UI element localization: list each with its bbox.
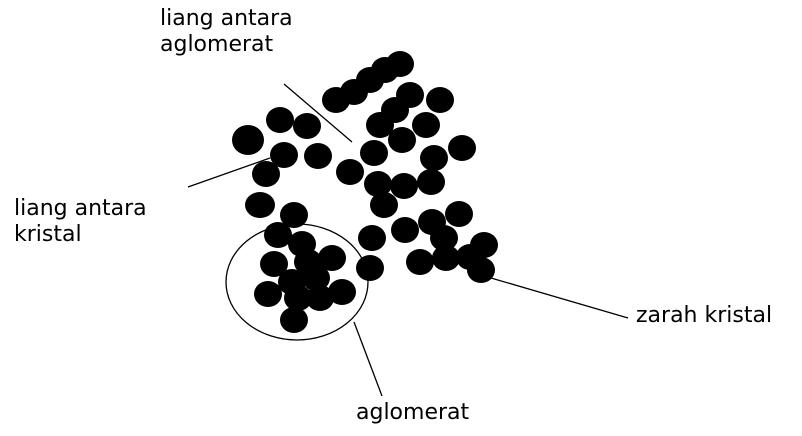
crystal-particle xyxy=(328,279,356,305)
crystal-particle xyxy=(448,135,476,161)
label-agglomerate: aglomerat xyxy=(356,400,469,426)
crystal-particle xyxy=(388,127,416,153)
crystal-particle xyxy=(304,143,332,169)
crystal-particle xyxy=(254,281,282,307)
crystal-particle xyxy=(293,113,321,139)
crystal-particle xyxy=(432,245,460,271)
crystal-particle xyxy=(360,140,388,166)
crystal-particle xyxy=(391,217,419,243)
crystal-particle xyxy=(356,255,384,281)
crystal-particle xyxy=(426,87,454,113)
label-pore-between-agglomerates: liang antara aglomerat xyxy=(160,6,293,58)
crystal-particle xyxy=(417,169,445,195)
crystal-particle xyxy=(412,112,440,138)
label-pore-between-agglomerates-line2: aglomerat xyxy=(160,32,293,58)
crystal-particle xyxy=(445,201,473,227)
crystal-particle xyxy=(232,125,264,155)
leader-line-crystal-particle xyxy=(491,278,628,318)
label-crystal-particle-text: zarah kristal xyxy=(636,303,772,329)
crystal-particle xyxy=(252,161,280,187)
leader-line-agglomerate xyxy=(354,322,382,396)
crystal-particle xyxy=(322,87,350,113)
label-pore-between-agglomerates-line1: liang antara xyxy=(160,6,293,32)
crystal-particle xyxy=(390,173,418,199)
crystal-particle xyxy=(266,107,294,133)
label-pore-between-crystals-line1: liang antara xyxy=(14,196,147,222)
label-agglomerate-text: aglomerat xyxy=(356,400,469,426)
crystal-particle xyxy=(406,249,434,275)
crystal-particle xyxy=(420,145,448,171)
label-crystal-particle: zarah kristal xyxy=(636,303,772,329)
label-pore-between-crystals: liang antara kristal xyxy=(14,196,147,248)
crystal-particle xyxy=(467,257,495,283)
label-pore-between-crystals-line2: kristal xyxy=(14,222,147,248)
crystal-particle xyxy=(358,225,386,251)
crystal-particle xyxy=(336,159,364,185)
crystal-particle xyxy=(370,192,398,218)
crystal-particles xyxy=(232,51,498,333)
crystal-particle xyxy=(280,307,308,333)
crystal-particle xyxy=(245,192,275,218)
